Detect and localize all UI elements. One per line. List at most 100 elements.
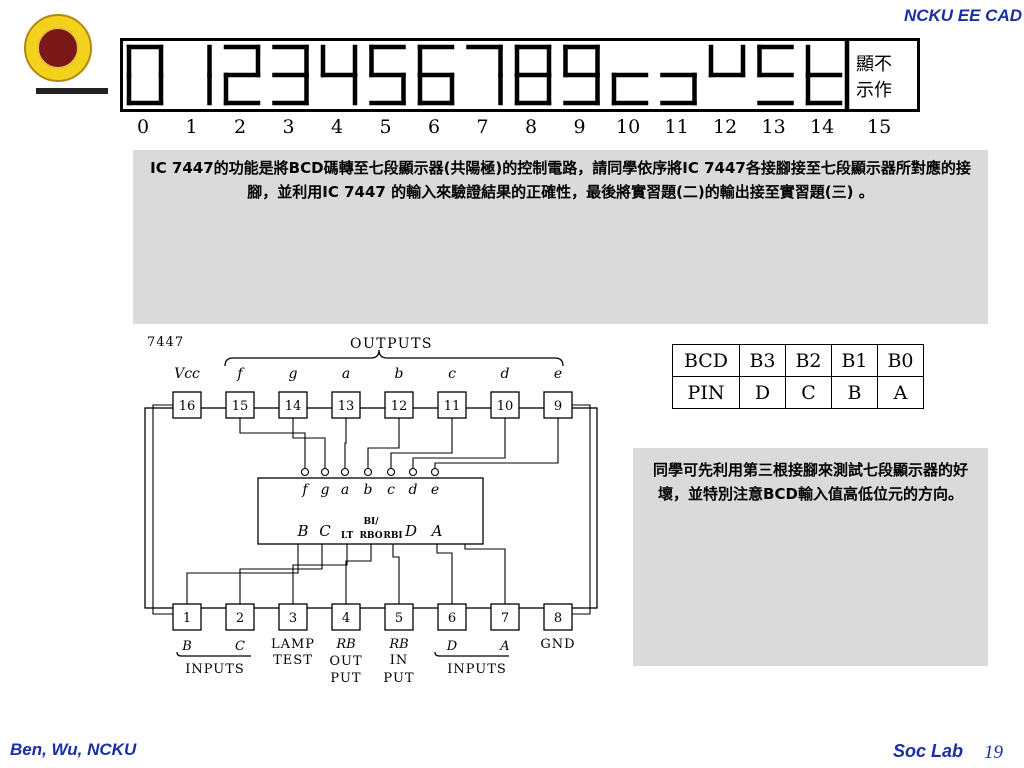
top-pin-label: c: [448, 366, 456, 382]
bottom-pin-label: RB: [388, 637, 408, 652]
instruction-text: IC 7447的功能是將BCD碼轉至七段顯示器(共陽極)的控制電路，請同學依序將…: [150, 159, 971, 201]
chip-title: 7447: [147, 335, 184, 350]
bottom-pin-number: 4: [342, 611, 350, 626]
table-row: PIN D C B A: [672, 376, 924, 409]
bottom-pin-box: [437, 603, 467, 631]
top-pin-number: 9: [554, 399, 562, 414]
top-pin-box: [331, 391, 361, 419]
seven-segment-strip: 顯不 示作: [120, 38, 920, 112]
digit-number: 1: [185, 116, 198, 138]
top-pin-label: d: [501, 366, 510, 382]
top-pin-number: 16: [179, 399, 196, 414]
bottom-pin-number: 3: [289, 611, 297, 626]
inner-output-label: g: [321, 482, 330, 498]
top-pin-label: g: [289, 366, 298, 382]
header-title: NCKU EE CAD: [903, 6, 1022, 25]
bottom-pin-label: B: [181, 639, 192, 654]
table-row: BCD B3 B2 B1 B0: [672, 344, 924, 377]
bottom-pin-box: [384, 603, 414, 631]
digit-number: 6: [428, 116, 441, 138]
bottom-pin-label: D: [446, 639, 458, 654]
bottom-pin-box: [225, 603, 255, 631]
bottom-pin-label: PUT: [383, 671, 414, 686]
inner-input-label: RBI: [383, 531, 402, 541]
top-pin-number: 11: [444, 399, 461, 414]
top-pin-box: [437, 391, 467, 419]
top-pin-label: e: [554, 366, 562, 382]
table-cell: A: [877, 376, 924, 409]
top-pin-label: f: [236, 366, 245, 382]
top-pin-number: 13: [338, 399, 355, 414]
outputs-label: OUTPUTS: [350, 336, 433, 352]
logo-underline: [36, 88, 108, 94]
digit-number: 13: [761, 116, 786, 138]
logo-emblem-icon: [37, 27, 79, 69]
top-pin-box: [490, 391, 520, 419]
ic-outline: [144, 407, 598, 609]
table-cell: B0: [877, 344, 924, 377]
page-number: 19: [984, 742, 1003, 763]
bottom-pin-number: 5: [395, 611, 403, 626]
bottom-pin-label: RB: [335, 637, 355, 652]
digit-number: 4: [331, 116, 344, 138]
bottom-pin-number: 7: [501, 611, 509, 626]
bottom-pin-box: [490, 603, 520, 631]
top-pin-box: [384, 391, 414, 419]
digit-number: 11: [664, 116, 689, 138]
digit-number: 12: [713, 116, 738, 138]
digit-number: 14: [810, 116, 835, 138]
inner-output-label: c: [387, 482, 395, 498]
top-pin-label: a: [342, 366, 350, 382]
bottom-pin-label: LAMP: [271, 637, 315, 652]
digit-number: 7: [476, 116, 489, 138]
digit-number: 8: [525, 116, 538, 138]
seven-segment-glyphs: 顯不 示作: [126, 38, 892, 112]
footer-author: Ben, Wu, NCKU: [10, 740, 137, 759]
digit-number: 9: [573, 116, 586, 138]
digit-number: 10: [616, 116, 641, 138]
bottom-pin-label: C: [235, 639, 245, 654]
bottom-pin-number: 1: [183, 611, 191, 626]
inner-output-label: f: [301, 482, 310, 498]
bottom-pin-number: 2: [236, 611, 244, 626]
inner-output-label: d: [409, 482, 418, 498]
bottom-pin-number: 8: [554, 611, 562, 626]
digit-number: 3: [282, 116, 295, 138]
top-pin-box: [278, 391, 308, 419]
university-logo: [24, 14, 92, 82]
undefined-label-line1: 顯不: [856, 54, 892, 75]
bottom-pin-box: [331, 603, 361, 631]
top-pin-number: 12: [391, 399, 408, 414]
top-pin-label: b: [395, 366, 404, 382]
bottom-pin-label: INPUTS: [447, 662, 507, 677]
inner-input-label: LT: [341, 531, 354, 541]
top-pin-number: 10: [497, 399, 514, 414]
bottom-pin-label: IN: [390, 653, 409, 668]
top-pin-number: 15: [232, 399, 249, 414]
digit-number: 2: [234, 116, 247, 138]
bottom-pin-box: [172, 603, 202, 631]
digit-number: 15: [867, 116, 892, 138]
bottom-pin-label: PUT: [330, 671, 361, 686]
bottom-pin-label: OUT: [329, 654, 362, 669]
bottom-pin-label: A: [499, 639, 509, 654]
inner-input-label: A: [430, 522, 443, 540]
digit-number: 0: [137, 116, 150, 138]
inner-input-label: C: [319, 522, 331, 540]
top-pin-box: [543, 391, 573, 419]
inner-input-label: B: [296, 522, 308, 540]
undefined-label-line2: 示作: [856, 80, 892, 101]
inner-input-label: RBO: [359, 531, 382, 541]
table-cell: B1: [831, 344, 878, 377]
table-cell: C: [785, 376, 832, 409]
note-panel: 同學可先利用第三根接腳來測試七段顯示器的好壞，並特別注意BCD輸入值高低位元的方…: [633, 448, 988, 666]
inner-input-label: D: [404, 522, 417, 540]
bottom-pin-label: INPUTS: [185, 662, 245, 677]
table-cell: B: [831, 376, 878, 409]
bottom-pin-number: 6: [448, 611, 456, 626]
inner-output-label: a: [341, 482, 349, 498]
instruction-panel: IC 7447的功能是將BCD碼轉至七段顯示器(共陽極)的控制電路，請同學依序將…: [133, 150, 988, 324]
bottom-pin-label: GND: [540, 637, 575, 652]
